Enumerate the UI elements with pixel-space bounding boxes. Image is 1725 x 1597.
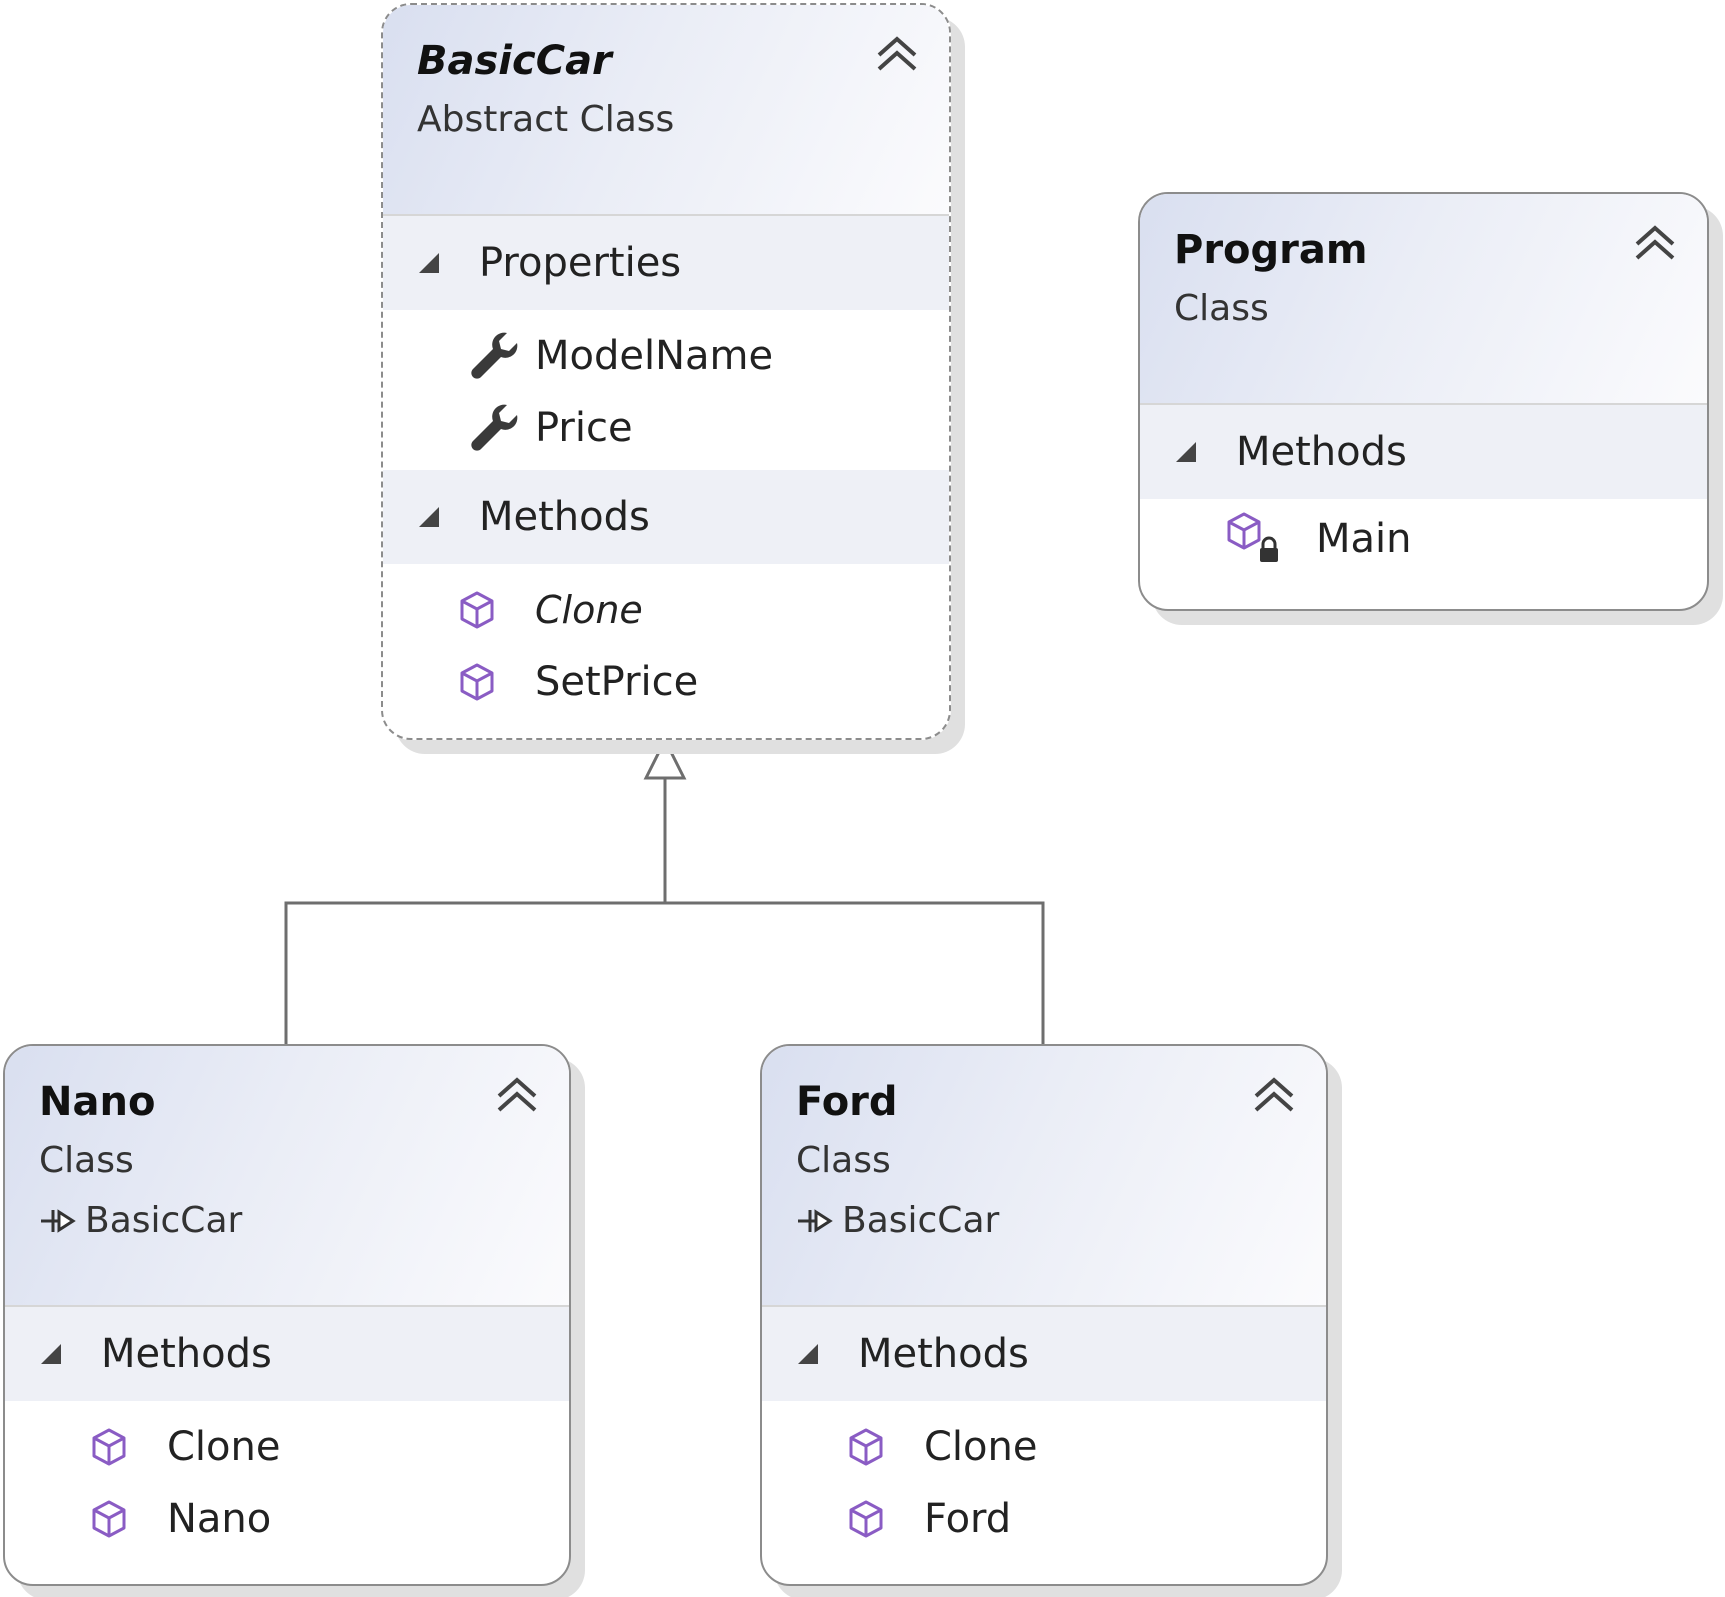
method-cube-icon — [5, 1500, 167, 1538]
member-name: Clone — [167, 1424, 281, 1470]
expand-triangle-icon[interactable] — [5, 1342, 83, 1366]
section-label: Methods — [1236, 429, 1407, 475]
member-name: Nano — [167, 1496, 272, 1542]
collapse-chevron-icon[interactable] — [1633, 222, 1677, 262]
base-class-name: BasicCar — [842, 1200, 1000, 1241]
member-name: ModelName — [535, 333, 774, 379]
inherits-arrow-icon — [798, 1209, 833, 1233]
section-header-properties[interactable]: Properties — [383, 216, 949, 310]
section-header-methods[interactable]: Methods — [383, 470, 949, 564]
section-label: Properties — [479, 240, 682, 286]
expand-triangle-icon[interactable] — [762, 1342, 840, 1366]
method-cube-icon — [383, 663, 535, 701]
methods-list: Main — [1140, 499, 1707, 585]
base-class-ref: BasicCar — [39, 1196, 569, 1246]
method-cube-icon — [383, 591, 535, 629]
inheritance-line-nano — [284, 778, 667, 1044]
section-header-methods[interactable]: Methods — [1140, 405, 1707, 499]
class-box-program[interactable]: Program Class Methods Main — [1138, 192, 1709, 611]
class-name-nano: Nano — [39, 1079, 156, 1125]
wrench-icon — [383, 329, 535, 383]
section-label: Methods — [858, 1331, 1029, 1377]
class-box-ford[interactable]: Ford Class BasicCar Methods — [760, 1044, 1328, 1586]
method-cube-icon — [5, 1428, 167, 1466]
class-type-ford: Class — [796, 1140, 891, 1181]
class-box-nano[interactable]: Nano Class BasicCar Methods — [3, 1044, 571, 1586]
member-name: Clone — [535, 588, 643, 632]
class-header-basiccar: BasicCar Abstract Class — [383, 5, 949, 216]
expand-triangle-icon[interactable] — [383, 505, 461, 529]
class-name-basiccar: BasicCar — [417, 38, 612, 84]
base-class-ref: BasicCar — [796, 1196, 1326, 1246]
section-header-methods[interactable]: Methods — [5, 1307, 569, 1401]
class-header-ford: Ford Class BasicCar — [762, 1046, 1326, 1307]
member-item[interactable]: Clone — [762, 1411, 1326, 1483]
methods-list: Clone SetPrice — [383, 564, 949, 736]
member-item[interactable]: SetPrice — [383, 646, 949, 718]
base-class-name: BasicCar — [85, 1200, 243, 1241]
section-label: Methods — [479, 494, 650, 540]
class-box-basiccar[interactable]: BasicCar Abstract Class Properties Model… — [381, 3, 951, 740]
private-method-cube-icon — [1140, 512, 1316, 566]
member-item[interactable]: Ford — [762, 1483, 1326, 1555]
member-name: Price — [535, 405, 633, 451]
member-name: Clone — [924, 1424, 1038, 1470]
member-item[interactable]: Clone — [383, 574, 949, 646]
section-label: Methods — [101, 1331, 272, 1377]
member-item[interactable]: Price — [383, 392, 949, 464]
member-name: Ford — [924, 1496, 1012, 1542]
wrench-icon — [383, 401, 535, 455]
methods-list: Clone Ford — [762, 1401, 1326, 1573]
methods-list: Clone Nano — [5, 1401, 569, 1573]
member-item[interactable]: Nano — [5, 1483, 569, 1555]
member-item[interactable]: Main — [1140, 503, 1707, 575]
class-type-nano: Class — [39, 1140, 134, 1181]
inheritance-arrowhead — [643, 736, 687, 780]
collapse-chevron-icon[interactable] — [495, 1074, 539, 1114]
class-type-basiccar: Abstract Class — [417, 99, 675, 140]
expand-triangle-icon[interactable] — [383, 251, 461, 275]
member-name: SetPrice — [535, 659, 699, 705]
section-header-methods[interactable]: Methods — [762, 1307, 1326, 1401]
class-header-nano: Nano Class BasicCar — [5, 1046, 569, 1307]
class-type-program: Class — [1174, 288, 1269, 329]
expand-triangle-icon[interactable] — [1140, 440, 1218, 464]
member-item[interactable]: ModelName — [383, 320, 949, 392]
method-cube-icon — [762, 1428, 924, 1466]
class-name-ford: Ford — [796, 1079, 898, 1125]
member-name: Main — [1316, 516, 1412, 562]
member-item[interactable]: Clone — [5, 1411, 569, 1483]
collapse-chevron-icon[interactable] — [1252, 1074, 1296, 1114]
method-cube-icon — [762, 1500, 924, 1538]
class-header-program: Program Class — [1140, 194, 1707, 405]
inheritance-line-ford — [665, 901, 1045, 1044]
properties-list: ModelName Price — [383, 310, 949, 470]
class-name-program: Program — [1174, 227, 1368, 273]
collapse-chevron-icon[interactable] — [875, 33, 919, 73]
inherits-arrow-icon — [41, 1209, 76, 1233]
